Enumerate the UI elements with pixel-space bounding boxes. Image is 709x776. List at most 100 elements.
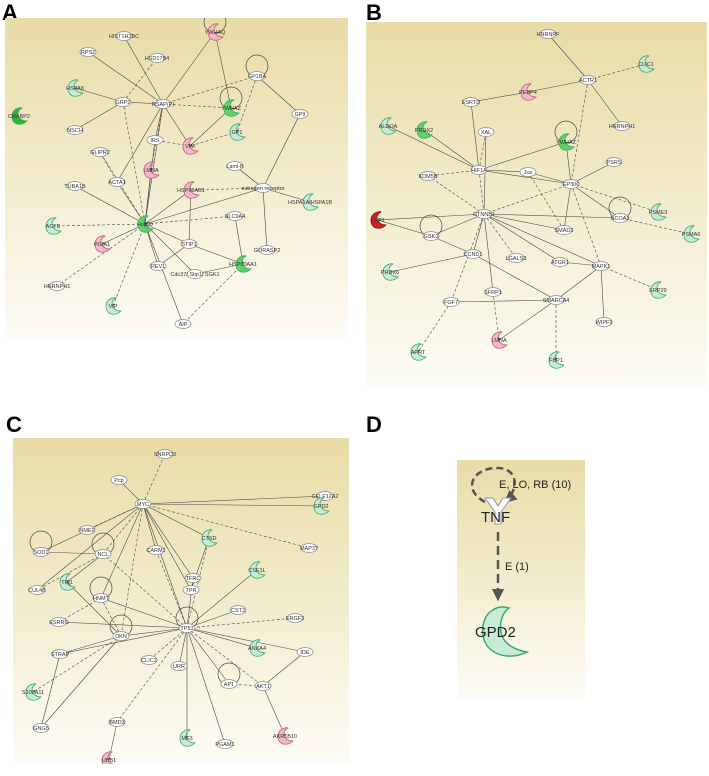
- edge: [450, 213, 485, 303]
- node-nsch: NSCH: [66, 125, 84, 135]
- node-ergf3: ERGF3: [286, 613, 304, 623]
- gpd2-label: GPD2: [475, 624, 516, 641]
- node-grp2: GRP2: [114, 97, 132, 107]
- node-label: ERGF3: [286, 616, 304, 622]
- node-hspa1a: HSPA1A/HSPA1B: [288, 193, 332, 211]
- panel-d-background: [457, 460, 585, 698]
- panel-d-letter: D: [366, 412, 382, 437]
- node-ywhaz: YWHAZ: [221, 99, 242, 117]
- edge: [52, 223, 146, 228]
- edge: [144, 139, 156, 225]
- node-pcp: Pcp: [110, 475, 128, 485]
- node-label: PSME3: [649, 210, 668, 216]
- edge: [116, 181, 146, 225]
- node-label: PSRS: [607, 160, 622, 166]
- node-label: TPR: [186, 588, 197, 594]
- node-slc9a4: SLC9A4: [225, 211, 245, 221]
- node-estr: estrogen receptor: [241, 183, 285, 193]
- node-label: URR: [173, 664, 185, 670]
- node-gp1: GP1: [229, 123, 246, 141]
- tnf-label: TNF: [481, 509, 510, 526]
- node-sod1: SOD1: [32, 547, 50, 557]
- edge: [194, 263, 244, 275]
- edge: [186, 537, 210, 629]
- node-jus: Jus: [519, 167, 537, 177]
- node-tfrc: TFRC: [184, 573, 202, 583]
- edge: [144, 103, 164, 225]
- node-pgam1: PGAM1: [215, 739, 235, 749]
- node-actr1: ACTR1: [579, 75, 597, 85]
- edge: [189, 107, 232, 147]
- node-hspa8: HSPA8: [66, 79, 84, 97]
- node-atgr1: ATGR1: [551, 257, 569, 267]
- edge: [600, 265, 606, 323]
- edge: [142, 503, 192, 591]
- edge: [483, 213, 517, 259]
- edge: [116, 627, 188, 723]
- node-label: AIP: [179, 322, 188, 328]
- node-label: CTNNB1: [473, 212, 495, 218]
- node-label: HSP90AA1: [229, 262, 257, 268]
- edge: [74, 101, 124, 131]
- node-rev1: REV1: [149, 261, 167, 271]
- node-label: LGALS3: [506, 256, 527, 262]
- node-label: CELF12A2: [312, 494, 339, 500]
- edge: [187, 189, 192, 245]
- edge: [142, 503, 188, 629]
- node-label: WIPF1: [596, 320, 613, 326]
- edge: [186, 627, 230, 685]
- node-label: HNMT: [93, 596, 110, 602]
- edge: [563, 183, 572, 231]
- edge: [40, 653, 61, 729]
- node-label: HSPA8: [66, 86, 84, 92]
- node-psma6: PSMA6: [682, 225, 700, 243]
- node-gorasp2: GORASP2: [254, 245, 281, 255]
- edge: [188, 243, 244, 265]
- node-label: TP53: [180, 626, 193, 632]
- panel-d-network: E, LO, RB (10) TNF E (1) GPD2: [457, 460, 585, 698]
- node-carm1: CARM1: [146, 545, 166, 555]
- node-label: GPD2: [314, 504, 329, 510]
- edge: [570, 161, 615, 185]
- node-gp1ba: GP1BA: [248, 71, 267, 81]
- node-label: GNG5: [33, 726, 49, 732]
- node-urr: URR: [170, 661, 188, 671]
- edge: [256, 75, 301, 115]
- node-glipr2: GLIPR2: [90, 147, 110, 157]
- panel-b-letter: B: [366, 0, 382, 25]
- node-tpr: TPR: [182, 585, 200, 595]
- node-esrrg: ESRRG: [49, 617, 69, 627]
- node-label: CTSD: [202, 536, 217, 542]
- node-label: GP1: [231, 130, 242, 136]
- edge: [570, 183, 621, 219]
- node-label: YWHAQ: [205, 30, 227, 36]
- edge: [377, 219, 432, 237]
- node-label: PRDX2: [415, 128, 433, 134]
- tnf-node: [484, 497, 512, 525]
- node-label: AP1: [224, 682, 234, 688]
- node-label: PRDX6: [381, 270, 399, 276]
- edge: [123, 35, 164, 105]
- node-label: PGAM1: [215, 742, 234, 748]
- node-label: Cdc37/ Stip1/ SGK1: [170, 272, 219, 278]
- edge: [190, 186, 264, 191]
- edge: [66, 581, 122, 637]
- edge: [100, 597, 188, 629]
- edge: [483, 213, 621, 220]
- node-hnrnph1: HNRNPH1: [44, 281, 70, 291]
- node-stip1: STIP1: [180, 239, 198, 249]
- node-label: UBB1: [102, 758, 116, 764]
- node-psrs: PSRS: [605, 157, 623, 167]
- edge: [478, 131, 487, 171]
- edge: [144, 223, 196, 275]
- edge: [142, 503, 157, 551]
- panel-d: D E, LO, RB (10) TNF E (1) GPD2: [360, 410, 709, 776]
- node-label: GORASP2: [254, 248, 281, 254]
- edge: [102, 503, 144, 555]
- node-label: HSP90AB1: [177, 188, 205, 194]
- edge: [570, 183, 602, 267]
- node-hnmt: HNMT: [92, 593, 110, 603]
- node-label: YWHAZ: [221, 106, 242, 112]
- node-aip: AIP: [174, 319, 192, 329]
- node-label: APRT: [411, 350, 426, 356]
